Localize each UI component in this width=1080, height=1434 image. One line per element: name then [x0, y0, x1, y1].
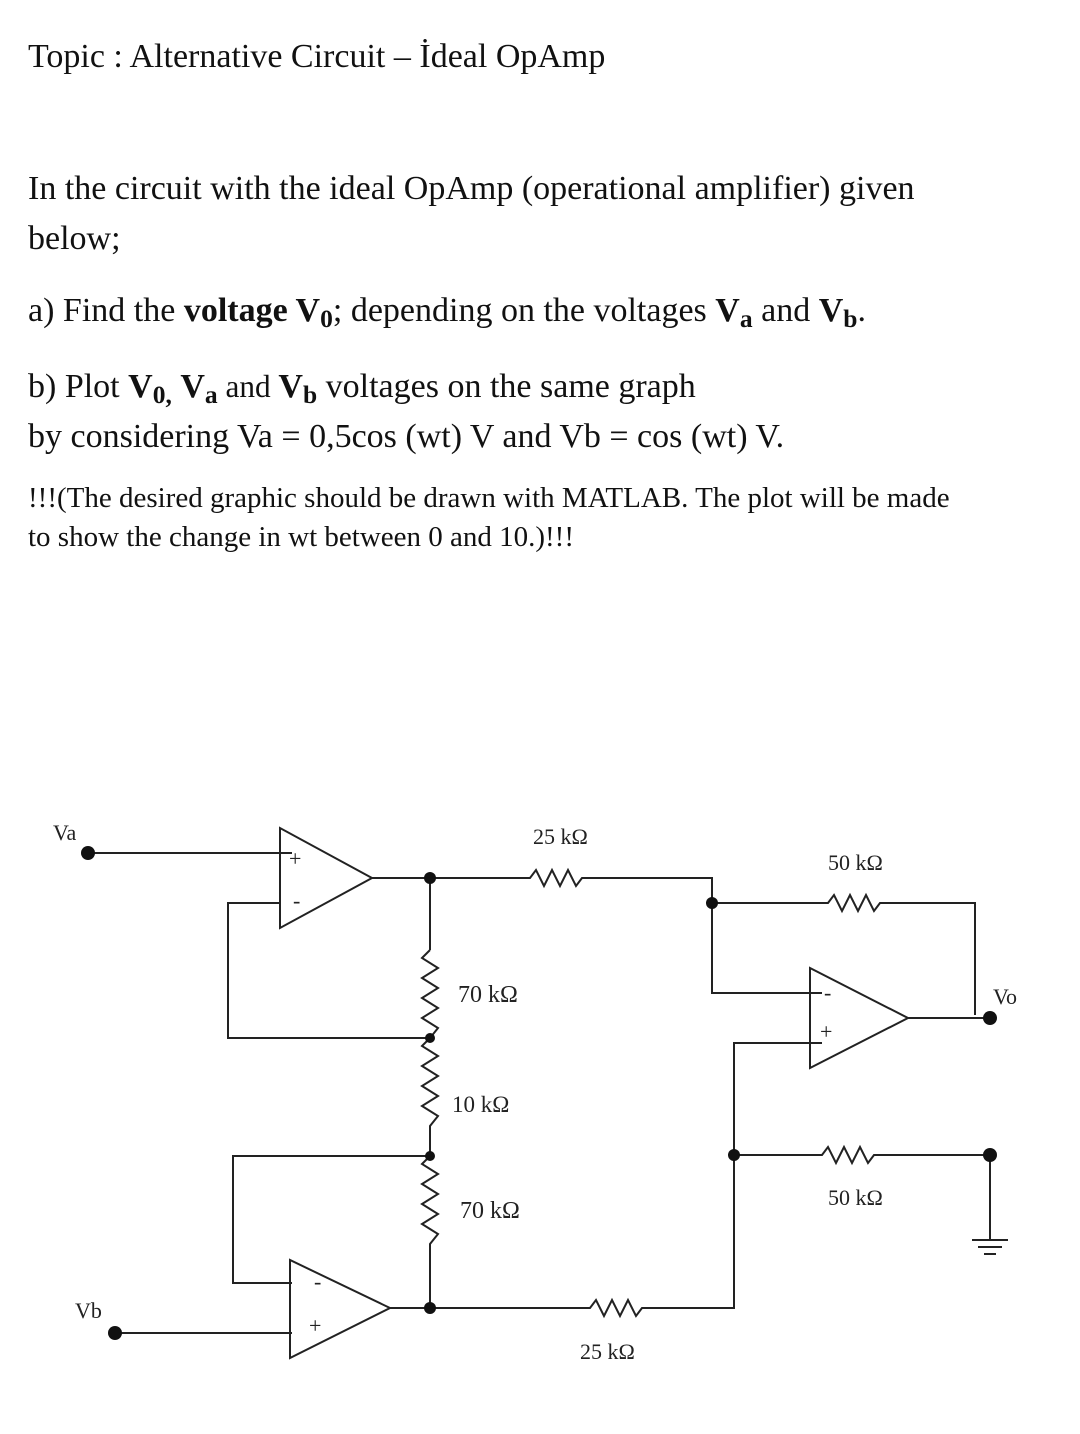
label-vb: Vb: [75, 1298, 102, 1323]
qb-and: and: [217, 369, 279, 404]
qb-va: Va: [180, 368, 217, 409]
wire-opamp2-feedback: [232, 1155, 430, 1284]
question-b-line-2: by considering Va = 0,5cos (wt) V and Vb…: [28, 418, 785, 455]
qa-end: .: [857, 292, 866, 329]
intro-line-1: In the circuit with the ideal OpAmp (ope…: [28, 170, 915, 207]
label-va: Va: [53, 820, 76, 845]
node-noninv-input: [728, 1149, 740, 1161]
opamp2-plus-sign: +: [309, 1313, 321, 1338]
wire-opamp1-feedback: [227, 902, 430, 1039]
resistor-50k-feedback: [820, 892, 976, 1015]
note-line-1: !!!(The desired graphic should be drawn …: [28, 482, 950, 514]
resistor-70k-bottom: [420, 1155, 440, 1308]
label-50k-feedback: 50 kΩ: [828, 850, 883, 875]
node-chain-2: [425, 1151, 435, 1161]
label-70k-bottom: 70 kΩ: [460, 1198, 520, 1224]
qa-vb: Vb: [818, 292, 858, 333]
question-a: a) Find the voltage V0; depending on the…: [28, 292, 866, 333]
qa-mid: ; depending on the voltages: [332, 292, 716, 329]
page-title: Topic : Alternative Circuit – İdeal OpAm…: [28, 38, 606, 75]
qa-voltage-main: voltage V: [183, 292, 321, 329]
circuit-diagram: Va Vb Vo 25 kΩ 25 kΩ 50 kΩ 50 kΩ 70 kΩ 1…: [53, 820, 1017, 1364]
qa-and: and: [752, 292, 819, 329]
opamp-3: [809, 966, 911, 1070]
wire-to-opamp3-minus: [711, 903, 822, 994]
qb-va-main: V: [180, 368, 205, 405]
terminal-ground: [983, 1148, 997, 1162]
opamp1-minus-sign: -: [293, 888, 300, 913]
intro-line-2: below;: [28, 220, 121, 257]
note-line-2: to show the change in wt between 0 and 1…: [28, 521, 575, 553]
label-vo: Vo: [993, 984, 1017, 1009]
qa-va-sub: a: [739, 303, 753, 333]
qa-va-main: V: [715, 292, 740, 329]
resistor-25k-bottom: [580, 1155, 735, 1319]
qb-v0-sub: 0,: [152, 379, 172, 409]
qb-v0-main: V: [128, 368, 153, 405]
resistor-25k-top: [520, 867, 713, 903]
opamp1-plus-sign: +: [289, 846, 301, 871]
qa-voltage-sub: 0: [320, 303, 333, 333]
label-10k: 10 kΩ: [452, 1092, 509, 1117]
resistor-70k-top: [420, 949, 440, 1039]
resistor-10k: [420, 1037, 440, 1156]
resistor-50k-ground: [734, 1144, 991, 1240]
qa-vb-main: V: [818, 292, 844, 329]
qa-voltage-label: voltage V0: [183, 292, 333, 333]
qa-va: Va: [715, 292, 752, 333]
question-b-line-1: b) Plot V0, Va and Vb voltages on the sa…: [28, 368, 696, 409]
opamp3-minus-sign: -: [824, 980, 831, 1005]
node-opamp2-out: [424, 1302, 436, 1314]
label-25k-bottom: 25 kΩ: [580, 1339, 635, 1364]
qb-rest: voltages on the same graph: [317, 368, 696, 405]
qb-v0: V0,: [128, 368, 172, 409]
qb-va-sub: a: [204, 379, 218, 409]
qb-vb: Vb: [278, 368, 317, 409]
qa-vb-sub: b: [843, 303, 858, 333]
qb-vb-main: V: [278, 368, 303, 405]
qb-prefix: b) Plot: [28, 368, 129, 405]
ground-symbol: [972, 1239, 1008, 1255]
node-inv-input: [706, 897, 718, 909]
terminal-va: [81, 846, 95, 860]
label-50k-ground: 50 kΩ: [828, 1185, 883, 1210]
node-chain-1: [425, 1033, 435, 1043]
terminal-vb: [108, 1326, 122, 1340]
opamp-2: [289, 1258, 393, 1360]
label-25k-top: 25 kΩ: [533, 824, 588, 849]
opamp2-minus-sign: -: [314, 1269, 321, 1294]
qb-vb-sub: b: [302, 379, 318, 409]
wire-opamp3-plus: [733, 1042, 822, 1155]
opamp3-plus-sign: +: [820, 1019, 832, 1044]
label-70k-top: 70 kΩ: [458, 982, 518, 1008]
opamp-1: [279, 826, 375, 930]
node-opamp1-out: [424, 872, 436, 884]
terminal-vo: [983, 1011, 997, 1025]
qa-prefix: a) Find the: [28, 292, 184, 329]
